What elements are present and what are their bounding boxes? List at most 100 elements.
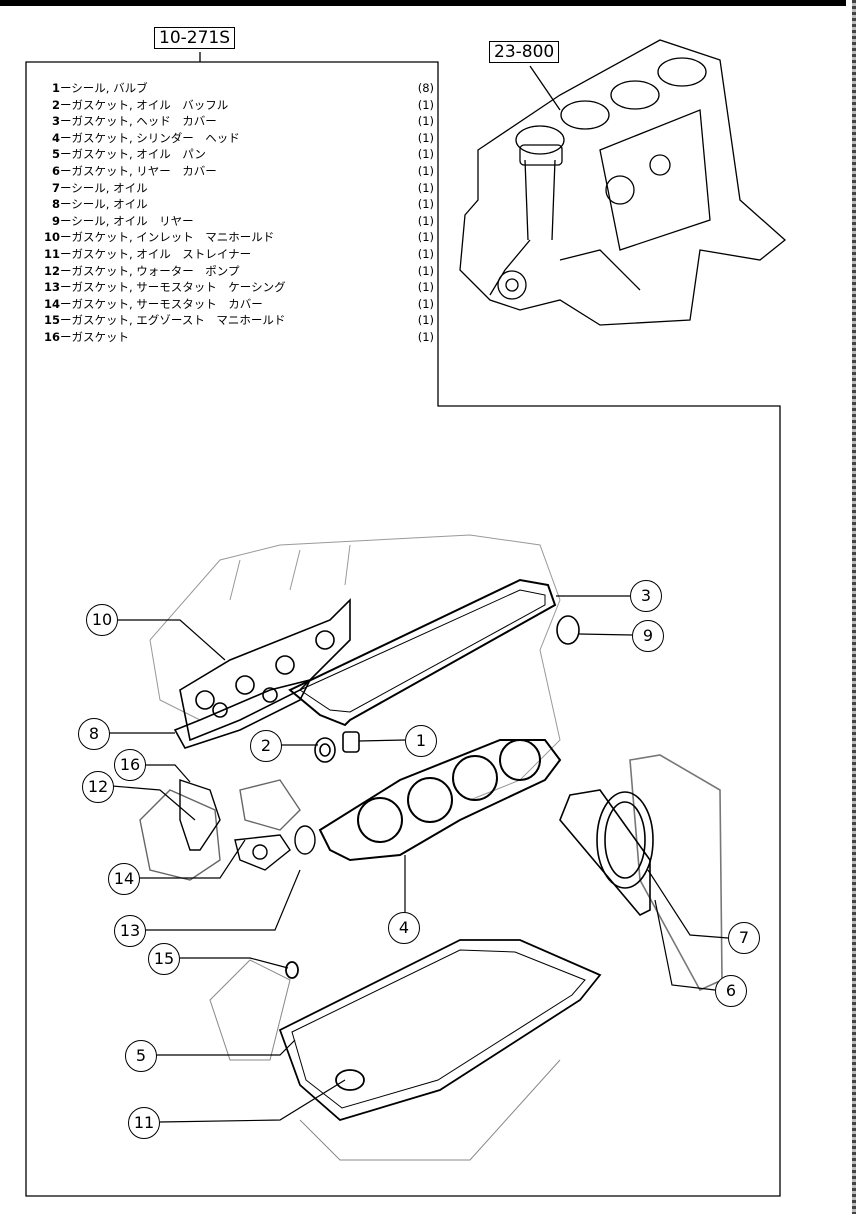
callout-10: 10 bbox=[86, 604, 118, 636]
callout-11: 11 bbox=[128, 1107, 160, 1139]
block-ref-leader bbox=[529, 65, 561, 111]
part-number: 3 bbox=[51, 114, 60, 129]
leader-lines bbox=[108, 595, 729, 1123]
part-name: ーガスケット bbox=[60, 329, 129, 344]
leader-5 bbox=[155, 1039, 296, 1056]
callout-4: 4 bbox=[388, 912, 420, 944]
callout-2: 2 bbox=[250, 730, 282, 762]
part-number: 16 bbox=[43, 329, 60, 344]
part-number: 9 bbox=[51, 213, 60, 228]
page-edge bbox=[852, 0, 856, 1214]
callout-14: 14 bbox=[108, 863, 140, 895]
part-number: 4 bbox=[51, 130, 60, 145]
part-name: ーガスケット, シリンダー ヘッド bbox=[60, 130, 240, 145]
part-row: 15ーガスケット, エグゾースト マニホールド(1) bbox=[30, 312, 440, 329]
callout-9: 9 bbox=[632, 620, 664, 652]
part-row: 1ーシール, バルブ (8) bbox=[30, 80, 440, 97]
rear-cover bbox=[559, 754, 723, 992]
part-quantity: (1) bbox=[417, 296, 434, 311]
part-name: ーガスケット, サーモスタット ケーシング bbox=[60, 280, 286, 295]
rear-oil-seal bbox=[556, 615, 580, 645]
engine-block-drawing bbox=[459, 39, 787, 326]
oil-pan-parts bbox=[209, 939, 602, 1161]
part-quantity: (1) bbox=[417, 97, 434, 112]
part-quantity: (1) bbox=[417, 213, 434, 228]
head-cover-gasket bbox=[288, 578, 557, 727]
leader-9 bbox=[578, 633, 633, 636]
part-row: 5ーガスケット, オイル パン (1) bbox=[30, 146, 440, 163]
part-row: 7ーシール, オイル(1) bbox=[30, 180, 440, 197]
intake-manifold-gasket bbox=[173, 598, 351, 749]
callout-15: 15 bbox=[148, 943, 180, 975]
part-quantity: (1) bbox=[417, 230, 434, 245]
part-quantity: (8) bbox=[417, 81, 434, 95]
part-row: 2ーガスケット, オイル バッフル (1) bbox=[30, 97, 440, 114]
leader-6 bbox=[654, 899, 716, 991]
part-number: 14 bbox=[43, 296, 60, 311]
part-quantity: (1) bbox=[417, 197, 434, 212]
part-number: 1 bbox=[51, 81, 60, 95]
callout-13: 13 bbox=[114, 915, 146, 947]
part-row: 8ーシール, オイル(1) bbox=[30, 196, 440, 213]
part-name: ーガスケット, オイル パン bbox=[60, 147, 206, 162]
part-number: 2 bbox=[51, 97, 60, 112]
leader-7 bbox=[647, 869, 729, 939]
parts-frame bbox=[25, 61, 781, 1197]
leader-10 bbox=[118, 619, 226, 661]
part-row: 10ーガスケット, インレット マニホールド (1) bbox=[30, 229, 440, 246]
part-row: 14ーガスケット, サーモスタット カバー (1) bbox=[30, 296, 440, 313]
callout-16: 16 bbox=[114, 749, 146, 781]
part-quantity: (1) bbox=[417, 130, 434, 145]
part-row: 3ーガスケット, ヘッド カバー (1) bbox=[30, 113, 440, 130]
callout-6: 6 bbox=[715, 975, 747, 1007]
valve-seal-parts bbox=[314, 731, 360, 763]
cylinder-head-drawing bbox=[149, 534, 561, 801]
part-name: ーガスケット, ヘッド カバー bbox=[60, 114, 217, 129]
part-row: 12ーガスケット, ウォーター ポンプ (1) bbox=[30, 263, 440, 280]
part-number: 5 bbox=[51, 147, 60, 162]
callout-1: 1 bbox=[405, 725, 437, 757]
leader-16 bbox=[145, 764, 191, 783]
top-border bbox=[0, 0, 846, 6]
part-number: 12 bbox=[43, 263, 60, 278]
part-name: ーシール, バルブ bbox=[60, 81, 148, 95]
callout-5: 5 bbox=[125, 1040, 157, 1072]
part-name: ーシール, オイル bbox=[60, 197, 148, 212]
part-name: ーシール, オイル リヤー bbox=[60, 213, 194, 228]
part-quantity: (1) bbox=[417, 180, 434, 195]
leader-11 bbox=[159, 1079, 346, 1123]
part-quantity: (1) bbox=[417, 313, 434, 328]
part-quantity: (1) bbox=[417, 114, 434, 129]
callout-7: 7 bbox=[728, 922, 760, 954]
engine-block-reference-label: 23-800 bbox=[489, 41, 560, 63]
part-quantity: (1) bbox=[417, 147, 434, 162]
part-number: 13 bbox=[43, 280, 60, 295]
part-quantity: (1) bbox=[417, 263, 434, 278]
part-name: ーガスケット, リヤー カバー bbox=[60, 163, 217, 178]
part-quantity: (1) bbox=[417, 246, 434, 261]
part-name: ーシール, オイル bbox=[60, 180, 148, 195]
parts-list: 1ーシール, バルブ(8) 2ーガスケット, オイル バッフル(1) 3ーガスケ… bbox=[30, 80, 440, 346]
part-name: ーガスケット, ウォーター ポンプ bbox=[60, 263, 240, 278]
part-row: 16ーガスケット(1) bbox=[30, 329, 440, 346]
part-row: 9ーシール, オイル リヤー (1) bbox=[30, 213, 440, 230]
part-row: 4ーガスケット, シリンダー ヘッド (1) bbox=[30, 130, 440, 147]
part-row: 11ーガスケット, オイル ストレイナー(1) bbox=[30, 246, 440, 263]
callout-12: 12 bbox=[82, 771, 114, 803]
part-number: 15 bbox=[43, 313, 60, 328]
cylinder-head-gasket bbox=[318, 739, 562, 862]
part-number: 10 bbox=[43, 230, 60, 245]
leader-15 bbox=[180, 957, 289, 969]
part-number: 6 bbox=[51, 163, 60, 178]
leader-14 bbox=[138, 839, 246, 879]
leader-13 bbox=[145, 869, 301, 931]
part-quantity: (1) bbox=[417, 280, 434, 295]
part-name: ーガスケット, インレット マニホールド bbox=[60, 230, 275, 245]
part-name: ーガスケット, サーモスタット カバー bbox=[60, 296, 263, 311]
leader-1 bbox=[358, 739, 406, 742]
part-name: ーガスケット, オイル バッフル bbox=[60, 97, 229, 112]
leader-12 bbox=[111, 785, 196, 821]
part-row: 6ーガスケット, リヤー カバー(1) bbox=[30, 163, 440, 180]
water-pump-parts bbox=[139, 779, 316, 881]
